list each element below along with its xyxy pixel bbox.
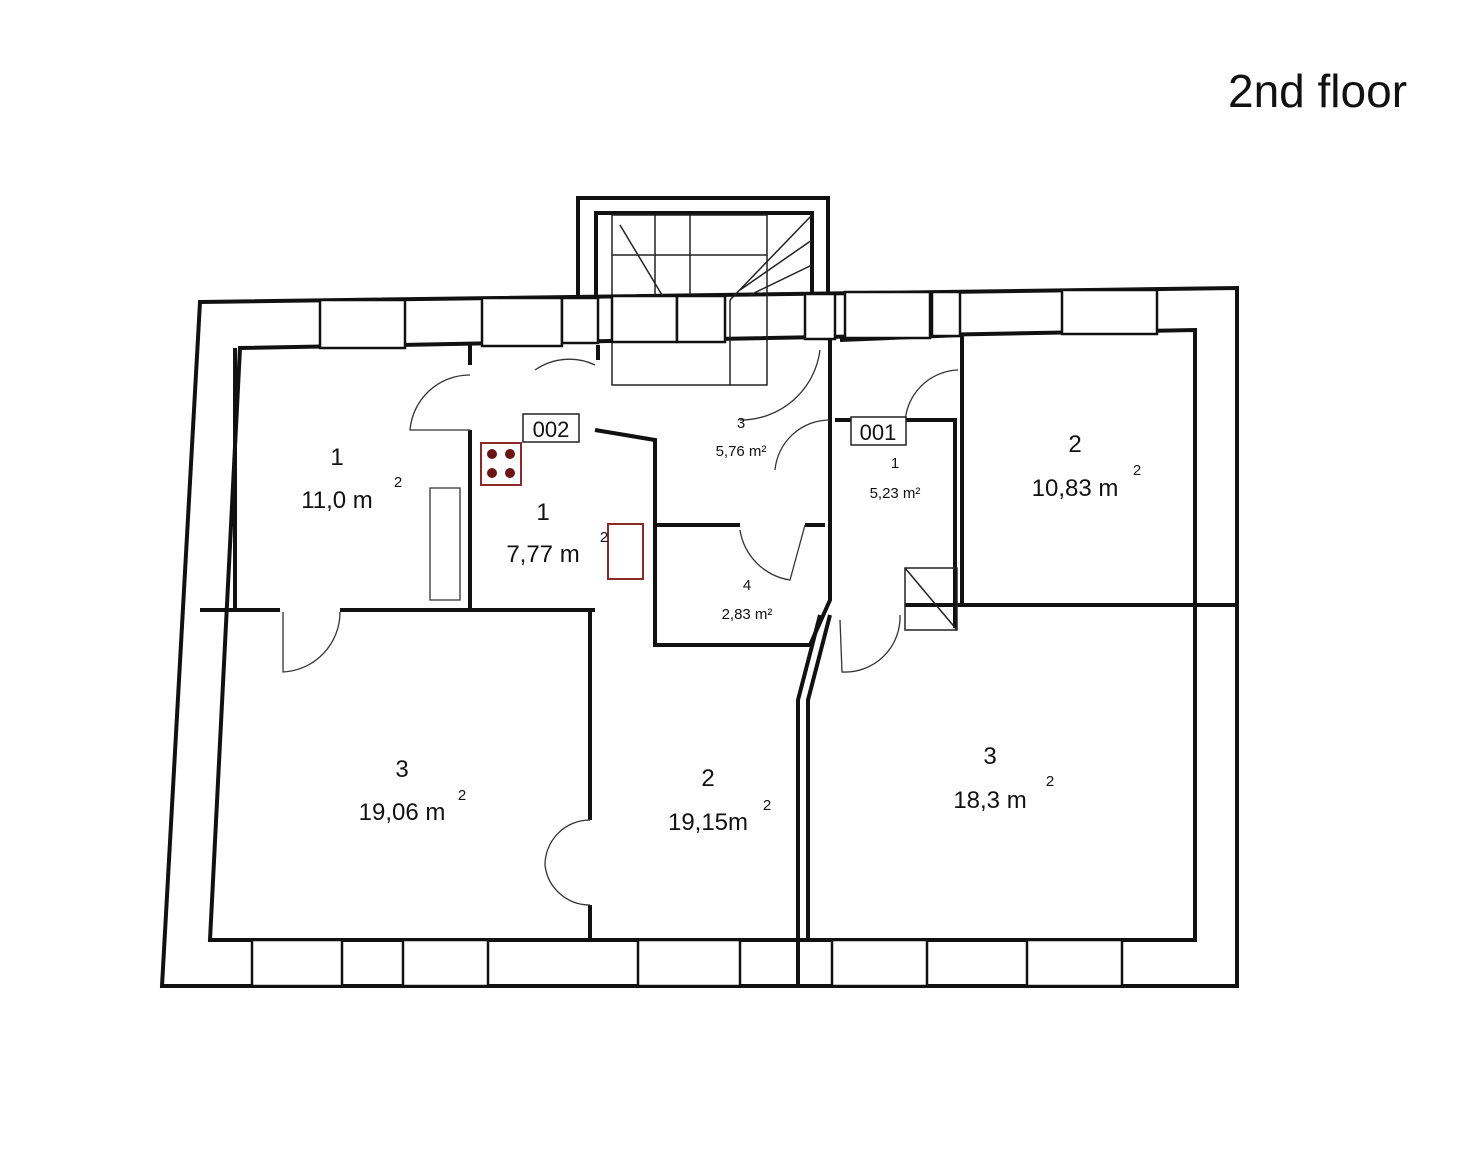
svg-text:3: 3 (983, 743, 996, 770)
svg-text:11,0 m: 11,0 m (301, 487, 373, 514)
svg-text:001: 001 (860, 420, 897, 445)
svg-text:1: 1 (536, 499, 549, 526)
svg-text:5,76 m²: 5,76 m² (716, 443, 767, 460)
svg-text:19,06 m: 19,06 m (359, 799, 446, 826)
outer-walls (159, 285, 1239, 988)
svg-text:002: 002 (533, 417, 570, 442)
svg-text:10,83 m: 10,83 m (1032, 475, 1119, 502)
svg-text:2: 2 (394, 474, 402, 491)
interior-walls (200, 300, 1237, 986)
stairwell (576, 196, 830, 386)
svg-text:2: 2 (1133, 462, 1141, 479)
svg-text:3: 3 (737, 415, 745, 432)
svg-text:5,23 m²: 5,23 m² (870, 485, 921, 502)
svg-text:1: 1 (891, 455, 899, 472)
stove-icon (480, 442, 522, 486)
svg-text:2: 2 (458, 787, 466, 804)
svg-text:3: 3 (395, 756, 408, 783)
svg-text:2: 2 (600, 529, 608, 546)
svg-text:2,83 m²: 2,83 m² (722, 606, 773, 623)
svg-text:7,77 m: 7,77 m (506, 541, 579, 568)
sink-icon (607, 523, 644, 580)
svg-text:2: 2 (1068, 431, 1081, 458)
room-tag-001: 001 (850, 416, 907, 446)
svg-text:2: 2 (763, 797, 771, 814)
svg-text:2: 2 (701, 765, 714, 792)
doors (282, 349, 959, 906)
svg-text:4: 4 (743, 577, 751, 594)
room-labels: 1 11,0 m 2 1 7,77 m 2 3 5,76 m² 1 5,23 m… (301, 415, 1141, 836)
svg-text:18,3 m: 18,3 m (953, 787, 1026, 814)
svg-text:19,15m: 19,15m (668, 809, 748, 836)
svg-text:2: 2 (1046, 773, 1054, 790)
floor-title: 2nd floor (1228, 65, 1408, 117)
svg-text:1: 1 (330, 444, 343, 471)
room-tag-002: 002 (522, 413, 580, 443)
windows (250, 288, 1159, 988)
